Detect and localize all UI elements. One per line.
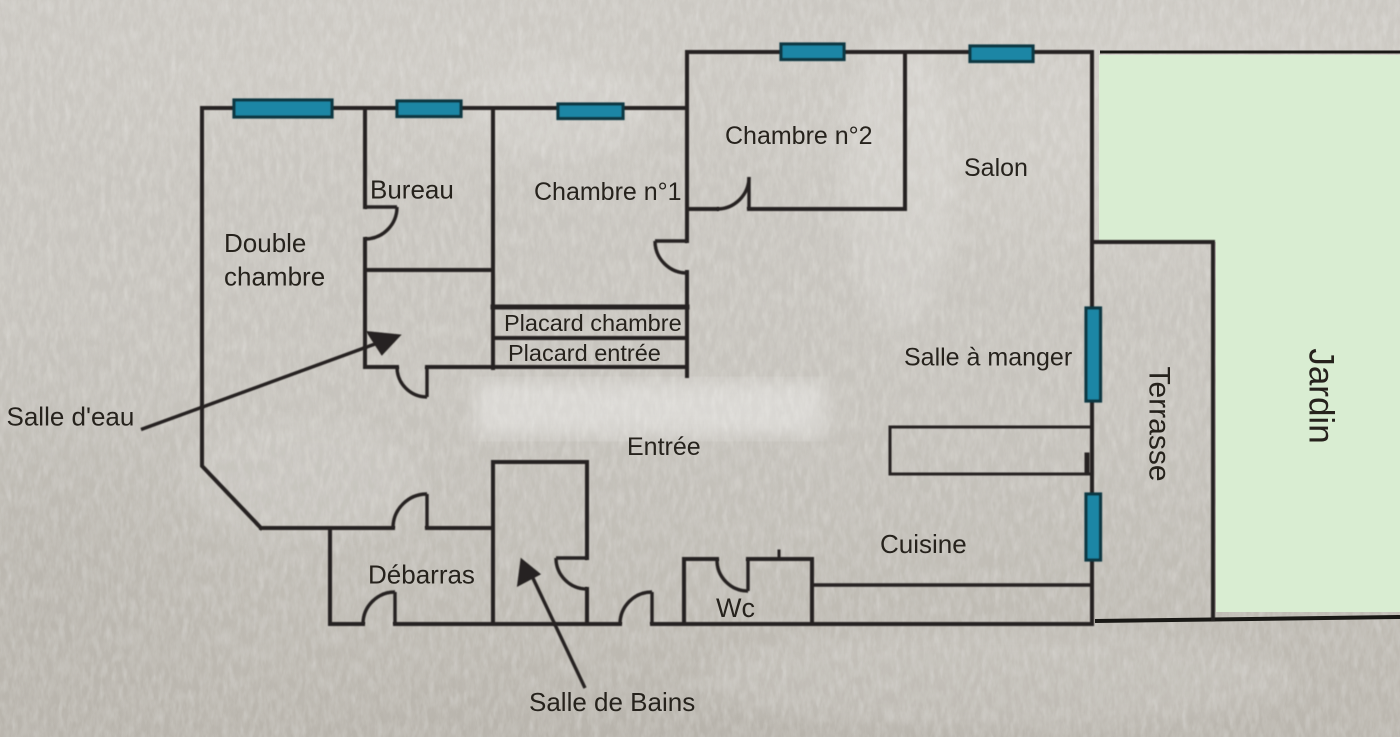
svg-text:Cuisine: Cuisine [880, 529, 967, 559]
svg-text:Salle d'eau: Salle d'eau [7, 402, 135, 432]
svg-text:Salle à manger: Salle à manger [904, 344, 1072, 372]
svg-text:Bureau: Bureau [370, 175, 454, 205]
svg-text:Double: Double [224, 228, 306, 258]
svg-text:Entrée: Entrée [627, 433, 701, 461]
svg-text:chambre: chambre [224, 262, 325, 292]
svg-text:Placard entrée: Placard entrée [508, 340, 661, 366]
svg-text:Chambre n°2: Chambre n°2 [725, 122, 873, 150]
svg-text:Salle de Bains: Salle de Bains [529, 687, 695, 717]
svg-text:Wc: Wc [716, 593, 755, 623]
svg-text:Chambre n°1: Chambre n°1 [534, 178, 682, 206]
svg-text:Jardin: Jardin [1302, 348, 1341, 443]
svg-text:Placard chambre: Placard chambre [504, 310, 682, 336]
svg-text:Salon: Salon [964, 154, 1028, 182]
svg-text:Débarras: Débarras [368, 560, 475, 590]
svg-text:Terrasse: Terrasse [1143, 366, 1176, 481]
